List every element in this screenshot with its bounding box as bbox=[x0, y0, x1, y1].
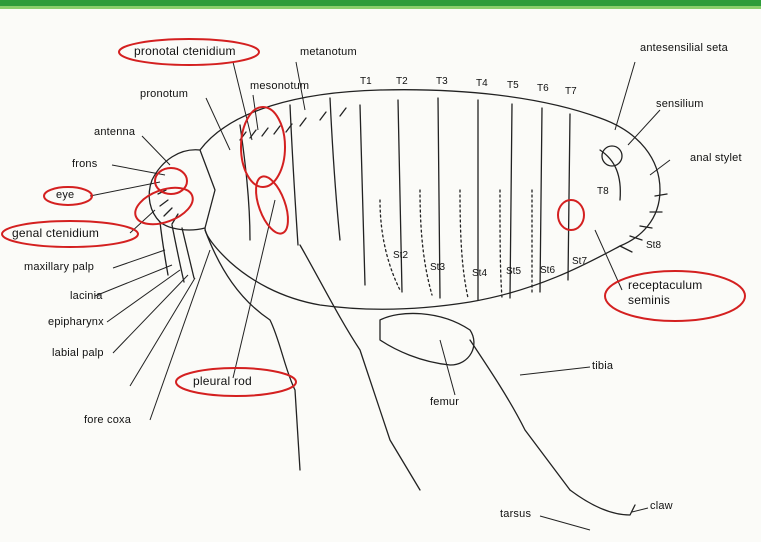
label-anal-stylet: anal stylet bbox=[690, 152, 742, 164]
label-frons: frons bbox=[72, 158, 97, 170]
tergite-label: T7 bbox=[565, 86, 577, 97]
sternite-label: St7 bbox=[572, 256, 587, 267]
label-pronotal-ctenidium: pronotal ctenidium bbox=[134, 44, 236, 58]
label-maxillary-palp: maxillary palp bbox=[24, 261, 94, 273]
label-metanotum: metanotum bbox=[300, 46, 357, 58]
label-claw: claw bbox=[650, 500, 673, 512]
label-labial-palp: labial palp bbox=[52, 347, 104, 359]
sternite-label: St2 bbox=[393, 250, 408, 261]
hind-tarsus bbox=[570, 490, 635, 515]
fore-leg bbox=[205, 230, 300, 470]
tergite-label: T6 bbox=[537, 83, 549, 94]
sternite-label: St6 bbox=[540, 265, 555, 276]
label-mesonotum: mesonotum bbox=[250, 80, 309, 92]
label-antenna: antenna bbox=[94, 126, 135, 138]
body-outline bbox=[200, 90, 660, 310]
tergite-label: T1 bbox=[360, 76, 372, 87]
label-antesensilial-seta: antesensilial seta bbox=[640, 42, 728, 54]
highlight-pronotal-ctenidium-region bbox=[241, 107, 285, 187]
highlight-pleural-rod-region bbox=[250, 172, 295, 237]
sternite-label: St8 bbox=[646, 240, 661, 251]
sternite-label: St4 bbox=[472, 268, 487, 279]
label-pleural-rod: pleural rod bbox=[193, 374, 252, 388]
label-sensilium: sensilium bbox=[656, 98, 704, 110]
label-fore-coxa: fore coxa bbox=[84, 414, 131, 426]
label-receptaculum-line1: receptaculum bbox=[628, 278, 702, 292]
label-tibia: tibia bbox=[592, 360, 613, 372]
label-pronotum: pronotum bbox=[140, 88, 188, 100]
tergite-label: T2 bbox=[396, 76, 408, 87]
label-lacinia: lacinia bbox=[70, 290, 103, 302]
tergite-label: T4 bbox=[476, 78, 488, 89]
sternite-label: St5 bbox=[506, 266, 521, 277]
tergite-label: T5 bbox=[507, 80, 519, 91]
tergite-label: T8 bbox=[597, 186, 609, 197]
label-eye: eye bbox=[56, 189, 74, 201]
label-femur: femur bbox=[430, 396, 459, 408]
sternite-label: St3 bbox=[430, 262, 445, 273]
hind-tibia bbox=[470, 340, 570, 490]
tergite-label: T3 bbox=[436, 76, 448, 87]
label-epipharynx: epipharynx bbox=[48, 316, 104, 328]
label-tarsus: tarsus bbox=[500, 508, 531, 520]
highlight-receptaculum-region bbox=[558, 200, 584, 230]
label-genal-ctenidium: genal ctenidium bbox=[12, 226, 99, 240]
label-receptaculum-line2: seminis bbox=[628, 293, 670, 307]
hind-femur bbox=[380, 313, 474, 365]
